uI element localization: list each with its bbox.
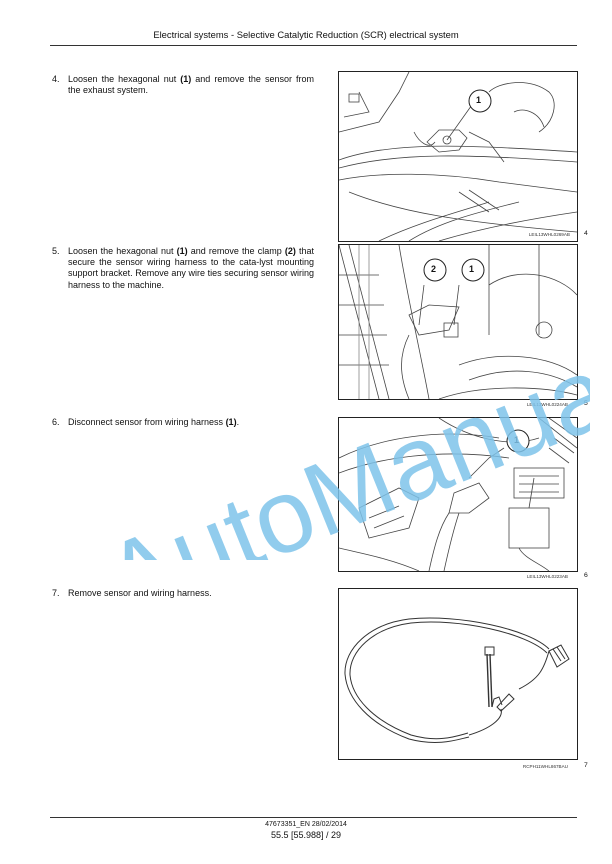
figure-4-illustration bbox=[339, 72, 577, 241]
callout-1 bbox=[506, 429, 530, 453]
figure-4-number: 4 bbox=[584, 230, 588, 237]
figure-4-caption: LEIL13WHL0269AB bbox=[528, 232, 570, 237]
callout-ref: (1) bbox=[225, 417, 237, 427]
footer-page-number: 55.5 [55.988] / 29 bbox=[270, 830, 342, 840]
step-6: 6. Disconnect sensor from wiring harness… bbox=[52, 417, 314, 428]
step-text: Loosen the hexagonal nut bbox=[68, 74, 181, 84]
footer-rule bbox=[50, 817, 577, 818]
callout-label: 1 bbox=[469, 264, 475, 274]
footer-doc-id: 47673351_EN 28/02/2014 bbox=[265, 821, 347, 828]
figure-5-caption: LEIL13WHL0224AB bbox=[526, 402, 568, 407]
step-4: 4. Loosen the hexagonal nut (1) and remo… bbox=[52, 74, 314, 96]
figure-4: 1 bbox=[338, 71, 578, 242]
step-text: Remove sensor and wiring harness. bbox=[68, 588, 212, 598]
figure-7 bbox=[338, 588, 578, 760]
step-text: Disconnect sensor from wiring harness bbox=[68, 417, 226, 427]
figure-7-number: 7 bbox=[584, 762, 588, 769]
callout-1 bbox=[461, 258, 485, 282]
step-5: 5. Loosen the hexagonal nut (1) and remo… bbox=[52, 246, 314, 291]
callout-label: 1 bbox=[514, 435, 520, 445]
figure-5-illustration bbox=[339, 245, 577, 399]
step-number: 5. bbox=[52, 246, 60, 256]
callout-ref: (2) bbox=[284, 246, 296, 256]
callout-1 bbox=[468, 89, 492, 113]
step-text: . bbox=[236, 417, 240, 427]
callout-2 bbox=[423, 258, 447, 282]
step-number: 6. bbox=[52, 417, 60, 427]
page-header: Electrical systems - Selective Catalytic… bbox=[153, 29, 459, 40]
figure-7-illustration bbox=[344, 617, 570, 743]
callout-ref: (1) bbox=[176, 246, 188, 256]
figure-5: 2 1 bbox=[338, 244, 578, 400]
step-text: and remove the sensor from the exhaust s… bbox=[68, 74, 314, 96]
callout-ref: (1) bbox=[180, 74, 192, 84]
figure-6-caption: LEIL13WHL0223AB bbox=[526, 574, 568, 579]
figure-6: 1 bbox=[338, 417, 578, 572]
callout-label: 2 bbox=[431, 264, 437, 274]
step-text: and remove the clamp bbox=[187, 246, 285, 256]
header-rule bbox=[50, 45, 577, 46]
figure-7-caption: RCPH11WHL867BAU bbox=[522, 764, 568, 769]
figure-6-number: 6 bbox=[584, 572, 588, 579]
step-text: that secure the sensor wiring harness to… bbox=[68, 246, 314, 290]
figure-5-number: 5 bbox=[584, 400, 588, 407]
figure-6-illustration bbox=[339, 418, 577, 571]
step-number: 7. bbox=[52, 588, 60, 598]
callout-label: 1 bbox=[476, 95, 482, 105]
step-text: Loosen the hexagonal nut bbox=[68, 246, 177, 256]
step-7: 7. Remove sensor and wiring harness. bbox=[52, 588, 314, 599]
step-number: 4. bbox=[52, 74, 60, 84]
